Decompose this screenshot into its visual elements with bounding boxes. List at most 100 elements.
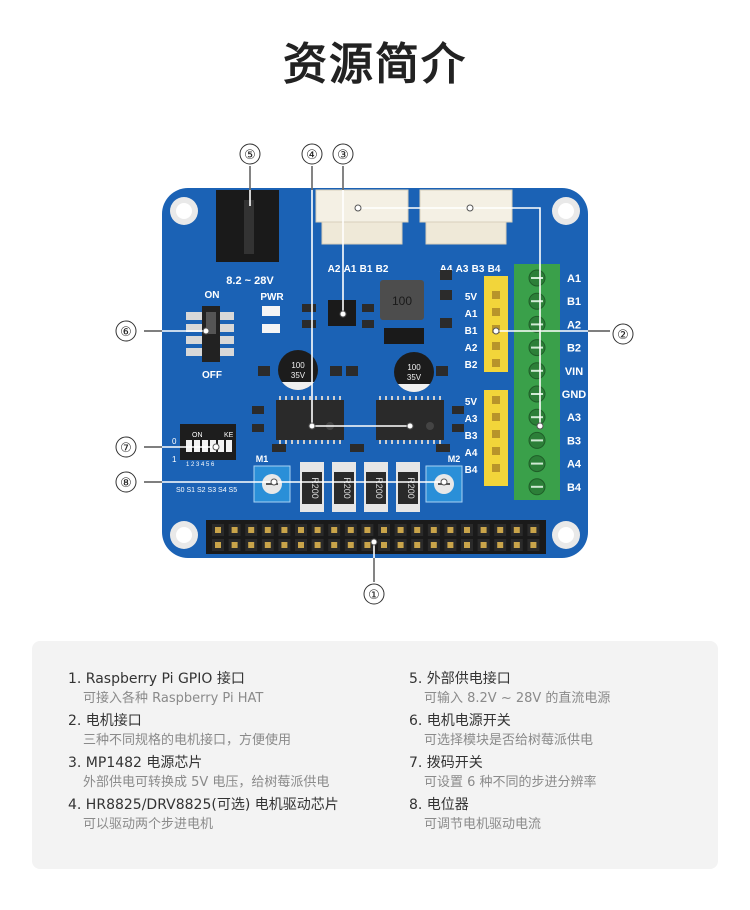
description-item: 2. 电机接口 三种不同规格的电机接口，方便使用	[68, 711, 388, 753]
gpio-pin-contact	[215, 527, 221, 533]
svg-text:35V: 35V	[291, 371, 306, 380]
svg-text:⑥: ⑥	[120, 325, 132, 340]
switch-off-label: OFF	[202, 370, 222, 381]
motor1-pin-label: B2	[376, 264, 389, 275]
dip-on-label: ON	[192, 432, 203, 439]
gpio-pin-contact	[480, 527, 487, 533]
power-slide-switch	[186, 306, 234, 362]
mounting-holes	[170, 197, 580, 549]
description-title: 1. Raspberry Pi GPIO 接口	[68, 671, 245, 687]
svg-text:③: ③	[337, 148, 349, 163]
terminal-label: B4	[567, 482, 582, 494]
svg-text:100: 100	[392, 294, 412, 308]
callout-4: ④	[301, 143, 323, 165]
terminal-label: A1	[567, 273, 581, 285]
header1-pin-label: B2	[465, 360, 478, 371]
description-item: 3. MP1482 电源芯片 外部供电可转换成 5V 电压，给树莓派供电	[68, 753, 388, 795]
description-title: 6. 电机电源开关	[409, 713, 511, 729]
pwr-led	[262, 306, 280, 316]
resistor-body	[366, 472, 386, 504]
motor-driver-chip-2	[376, 396, 444, 444]
capacitor-1: 100 35V	[278, 350, 318, 390]
header2-pin-label: 5V	[465, 397, 478, 408]
description-item: 8. 电位器 可调节电机驱动电流	[409, 795, 729, 837]
description-subtitle: 外部供电可转换成 5V 电压，给树莓派供电	[83, 775, 330, 790]
gpio-pin-contact	[497, 542, 504, 548]
header-pin	[492, 396, 500, 404]
gpio-pin-contact	[397, 542, 404, 548]
potentiometer-m2[interactable]	[425, 465, 463, 503]
dip-switch	[180, 424, 236, 460]
description-subtitle: 可接入各种 Raspberry Pi HAT	[83, 691, 264, 706]
gpio-pin-contact	[231, 527, 238, 533]
gpio-pin-contact	[215, 542, 221, 548]
gpio-pin-contact	[347, 527, 354, 533]
header1-pin-label: A2	[465, 343, 478, 354]
svg-text:④: ④	[306, 148, 318, 163]
header-pin	[492, 342, 500, 350]
pwr-label: PWR	[260, 292, 284, 303]
svg-text:100: 100	[291, 361, 305, 370]
dip-numbers: 1 2 3 4 5 6	[186, 462, 215, 468]
resistor-body	[334, 472, 354, 504]
motor-connector-1	[315, 189, 409, 245]
header1-pin-label: 5V	[465, 292, 478, 303]
gpio-pin-contact	[314, 542, 321, 548]
gpio-pin-contact	[331, 542, 338, 548]
gpio-pin-contact	[381, 527, 387, 533]
gpio-pin-contact	[264, 542, 271, 548]
resistor-body	[398, 472, 418, 504]
gpio-pin-contact	[464, 527, 470, 533]
gpio-pin-contact	[381, 542, 387, 548]
header-pin	[492, 291, 500, 299]
gpio-pin-contact	[530, 542, 537, 548]
description-title: 2. 电机接口	[68, 713, 142, 729]
resistor-body	[302, 472, 322, 504]
svg-text:1: 1	[172, 455, 177, 464]
terminal-label: A3	[567, 412, 581, 424]
switch-on-label: ON	[205, 290, 220, 301]
dip-ke-label: KE	[224, 432, 234, 439]
description-subtitle: 可设置 6 种不同的步进分辨率	[424, 775, 597, 790]
description-title: 5. 外部供电接口	[409, 671, 511, 687]
gpio-pin-contact	[430, 527, 437, 533]
header-pin	[492, 359, 500, 367]
pot-m1-label: M1	[256, 454, 269, 464]
description-column-left: 1. Raspberry Pi GPIO 接口 可接入各种 Raspberry …	[68, 669, 388, 837]
description-item: 7. 拨码开关 可设置 6 种不同的步进分辨率	[409, 753, 729, 795]
description-subtitle: 可调节电机驱动电流	[424, 817, 542, 832]
header-pin	[492, 413, 500, 421]
resistor-label: R200	[342, 477, 352, 499]
svg-text:②: ②	[617, 328, 629, 343]
motor2-pin-label: B3	[472, 264, 485, 275]
inductor	[380, 280, 424, 320]
gpio-pin-contact	[281, 542, 288, 548]
gpio-pin-contact	[231, 542, 238, 548]
description-subtitle: 可输入 8.2V ~ 28V 的直流电源	[424, 691, 611, 706]
gpio-pin-contact	[447, 542, 454, 548]
gpio-pin-contact	[464, 542, 470, 548]
callout-6: ⑥	[115, 320, 137, 342]
description-title: 3. MP1482 电源芯片	[68, 755, 203, 771]
header2-pin-label: A4	[465, 448, 478, 459]
motor1-pin-label: A1	[344, 264, 357, 275]
header2-pin-label: A3	[465, 414, 478, 425]
svg-text:①: ①	[368, 588, 380, 603]
gpio-header	[206, 520, 546, 554]
header-pin	[492, 430, 500, 438]
svg-text:⑤: ⑤	[244, 148, 256, 163]
gpio-pin-contact	[430, 542, 437, 548]
callout-3: ③	[332, 143, 354, 165]
callout-1: ①	[363, 583, 385, 605]
header1-pin-label: B1	[465, 326, 478, 337]
dc-power-jack	[216, 190, 279, 262]
gpio-pin-contact	[347, 542, 354, 548]
gpio-pin-contact	[331, 527, 338, 533]
svg-text:⑧: ⑧	[120, 476, 132, 491]
gpio-pin-contact	[397, 527, 404, 533]
description-item: 1. Raspberry Pi GPIO 接口 可接入各种 Raspberry …	[68, 669, 388, 711]
callout-5: ⑤	[239, 143, 261, 165]
terminal-label: A2	[567, 319, 581, 331]
